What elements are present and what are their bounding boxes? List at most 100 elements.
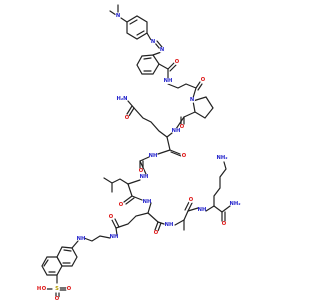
atom-label-backdrop bbox=[138, 168, 144, 174]
atom-label-o-glu-side: O bbox=[109, 214, 114, 220]
lys-ca bbox=[205, 205, 215, 212]
atom-label-backdrop bbox=[118, 202, 124, 208]
ala-ca-co bbox=[183, 210, 189, 221]
leu-c-o bbox=[123, 195, 133, 203]
lys-c-n bbox=[221, 205, 231, 213]
lys-side-chain bbox=[213, 161, 227, 207]
gly-c-nh bbox=[139, 160, 147, 175]
leu-ca bbox=[127, 179, 141, 185]
lys-ca-co bbox=[213, 205, 223, 213]
glu-ca bbox=[147, 202, 152, 214]
atom-label-backdrop bbox=[219, 155, 225, 161]
atom-label-nh-glu: NH bbox=[143, 199, 152, 205]
atom-label-nh-leu-top: NH bbox=[140, 174, 149, 180]
pro-c-nh bbox=[175, 116, 185, 130]
atom-label-nh-lys: NH bbox=[198, 207, 207, 213]
gln-ca-nh bbox=[166, 132, 173, 138]
glu-ca-co bbox=[147, 212, 159, 223]
atom-label-n-proline: N bbox=[190, 97, 194, 103]
atom-label-nh-ala: NH bbox=[165, 222, 174, 228]
naphthalene-ring-b bbox=[41, 256, 63, 276]
benzamide-c-o bbox=[167, 62, 175, 70]
leu-c-nh bbox=[131, 195, 143, 201]
atom-label-backdrop bbox=[108, 214, 114, 220]
atom-label-o-glu: O bbox=[154, 230, 159, 236]
atom-label-backdrop bbox=[179, 124, 185, 130]
atom-label-backdrop bbox=[159, 47, 165, 53]
atom-label-o-ala: O bbox=[189, 197, 194, 203]
glu-side-c-o bbox=[111, 219, 117, 229]
atom-label-backdrop bbox=[173, 128, 179, 134]
bond-n-ring bbox=[120, 17, 128, 23]
atom-label-backdrop bbox=[153, 230, 159, 236]
atom-label-o-leu: O bbox=[119, 202, 124, 208]
leu-ca-co bbox=[127, 183, 133, 197]
atom-label-azo-n2: N bbox=[160, 47, 164, 53]
gln-side-chain bbox=[133, 107, 168, 138]
atom-label-backdrop bbox=[199, 207, 205, 213]
atom-label-backdrop bbox=[200, 77, 206, 83]
bond-ring-azo bbox=[146, 32, 152, 41]
glu-c-o bbox=[154, 221, 159, 231]
gly-ch2 bbox=[139, 156, 150, 162]
atom-label-backdrop bbox=[166, 222, 172, 228]
atom-label-s-sulfo: S bbox=[55, 286, 59, 292]
gln-side-c-o bbox=[128, 107, 135, 117]
atom-label-backdrop bbox=[221, 221, 227, 227]
atom-label-backdrop bbox=[150, 39, 156, 45]
proline-ring bbox=[192, 96, 214, 119]
leu-side-chain bbox=[103, 177, 129, 185]
atom-label-nh-benzamide: NH bbox=[164, 78, 173, 84]
atom-label-backdrop bbox=[36, 286, 42, 292]
gln-c-nh bbox=[157, 149, 171, 155]
atom-label-backdrop bbox=[181, 153, 187, 159]
atom-label-backdrop bbox=[188, 197, 194, 203]
atom-label-o-gln: O bbox=[182, 153, 187, 159]
atom-label-backdrop bbox=[232, 201, 238, 207]
butanoyl-chain bbox=[167, 83, 197, 89]
atom-label-backdrop bbox=[54, 286, 60, 292]
pro-carbonyl bbox=[183, 111, 196, 118]
ala-ca bbox=[174, 219, 185, 226]
atom-label-backdrop bbox=[119, 96, 125, 102]
atom-label-nh-gly: NH bbox=[149, 153, 158, 159]
atom-label-backdrop bbox=[41, 286, 47, 292]
atom-label-backdrop bbox=[66, 286, 72, 292]
ala-c-o bbox=[187, 202, 193, 212]
atom-label-backdrop bbox=[115, 13, 121, 19]
gln-ca-co bbox=[166, 136, 171, 151]
atom-label-nh-edans: NH bbox=[77, 236, 86, 242]
atom-label-backdrop bbox=[189, 97, 195, 103]
azo-double-bond bbox=[154, 42, 161, 50]
atom-label-backdrop bbox=[165, 78, 171, 84]
atom-label-backdrop bbox=[124, 115, 130, 121]
atom-label-backdrop bbox=[78, 236, 84, 242]
atom-label-backdrop bbox=[111, 234, 117, 240]
glu-side-c-n bbox=[115, 227, 118, 236]
butanoyl-c-o bbox=[195, 81, 201, 89]
atom-label-backdrop bbox=[54, 296, 60, 300]
atom-label-o-s2: O bbox=[55, 296, 60, 300]
dimethylaminophenyl-ring bbox=[126, 15, 148, 40]
benzoyl-ring bbox=[136, 54, 160, 75]
atom-label-nh-glu-side: NH bbox=[110, 234, 119, 240]
ala-c-nh bbox=[187, 207, 199, 212]
atom-label-nh-pro: NH bbox=[172, 128, 181, 134]
atom-label-nh2-lys-amide: NH₂ bbox=[230, 201, 241, 207]
ethylenediamine-linker bbox=[83, 235, 111, 242]
gln-side-c-n bbox=[127, 100, 135, 109]
butanoyl-c-n bbox=[192, 87, 197, 99]
atom-label-o-sh: O bbox=[42, 286, 47, 292]
atom-label-o-gln-side: O bbox=[125, 115, 130, 121]
atom-label-backdrop bbox=[141, 174, 147, 180]
atom-label-o-benzamide: O bbox=[175, 59, 180, 65]
atom-label-azo-n1: N bbox=[151, 39, 155, 45]
edans-nh-ring bbox=[71, 240, 79, 249]
bond-ring-carbonyl bbox=[158, 63, 169, 70]
atom-label-nh2-lys-side: NH₂ bbox=[217, 155, 228, 161]
bond-n-me1 bbox=[109, 10, 117, 16]
atom-label-n-dimethyl: N bbox=[116, 13, 120, 19]
